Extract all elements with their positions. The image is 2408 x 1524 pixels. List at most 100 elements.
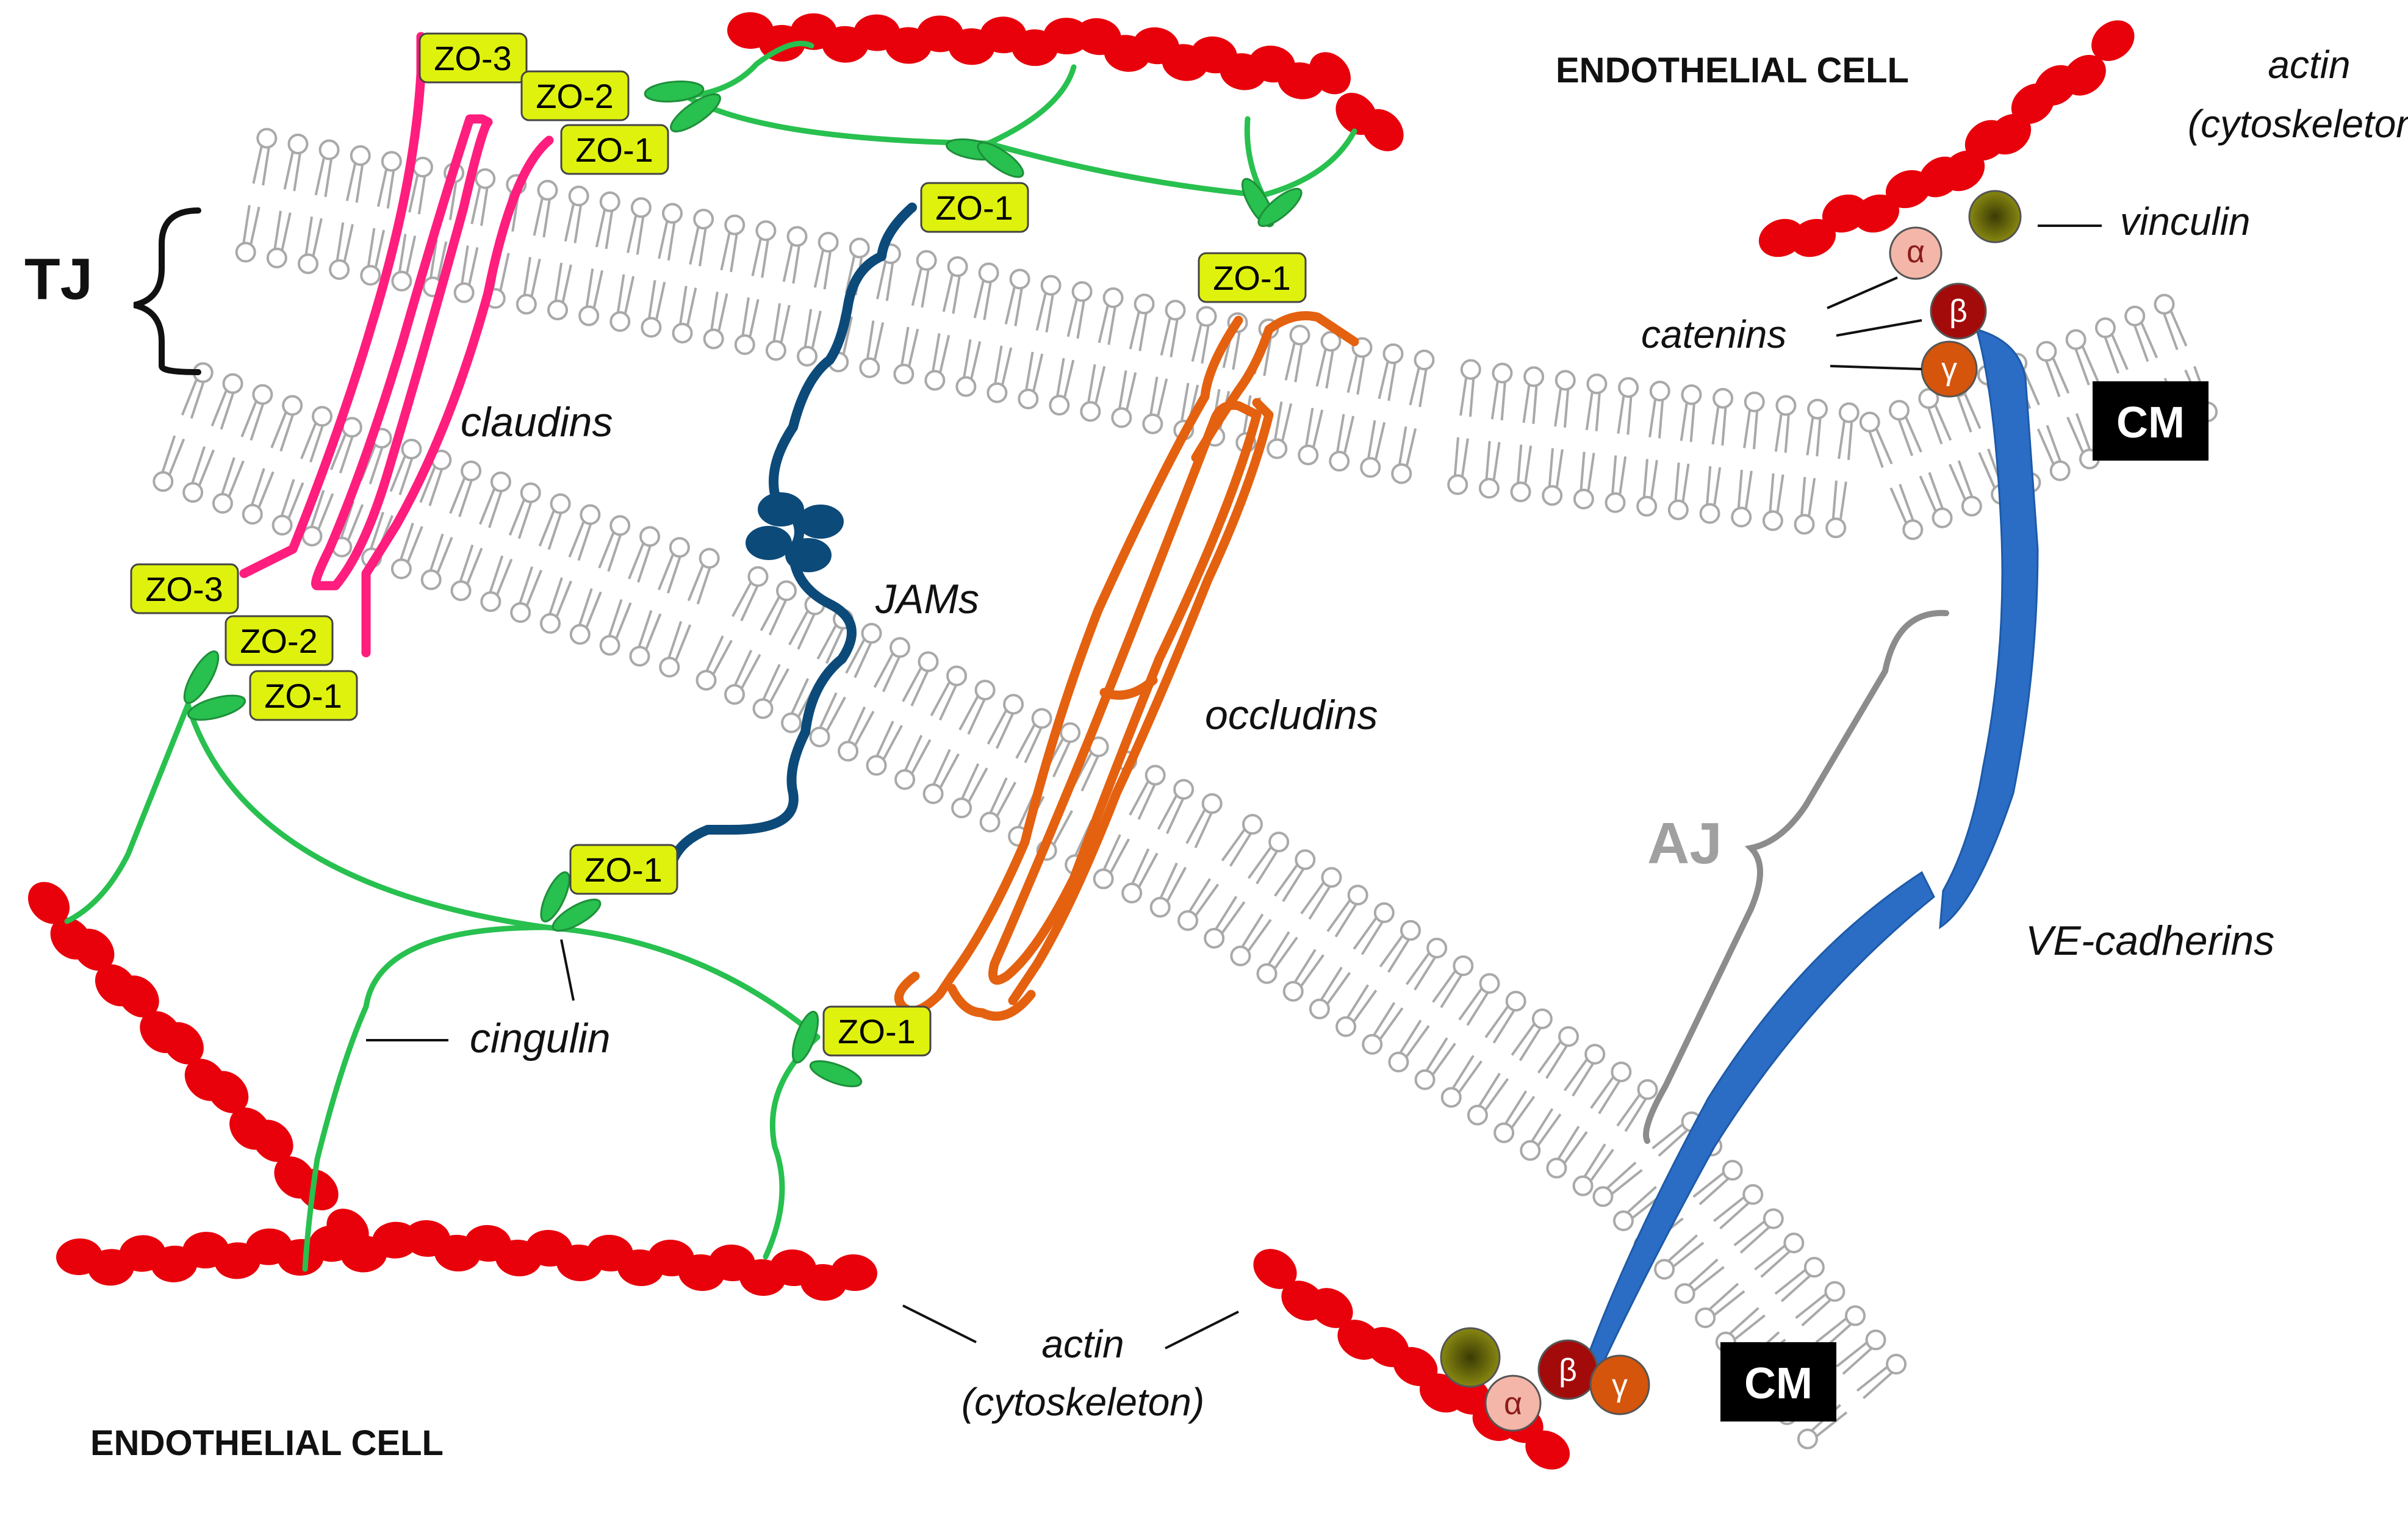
phospholipid-head (1347, 885, 1368, 906)
phospholipid-tail (1504, 1090, 1536, 1130)
catenins-label: catenins (1641, 312, 1786, 356)
phospholipid-head (360, 265, 381, 286)
phospholipid-head (1605, 492, 1626, 513)
phospholipid-head (391, 270, 412, 292)
phospholipid-head (1400, 920, 1421, 941)
phospholipid-tail (733, 649, 761, 691)
phospholipid-tail (1733, 1220, 1771, 1254)
phospholipid-head (1268, 832, 1290, 853)
phospholipid-head (1242, 814, 1263, 835)
phospholipid-head (1824, 1281, 1846, 1302)
phospholipid-head (630, 197, 652, 218)
actin-bead (296, 1169, 339, 1210)
actin-bead (117, 975, 159, 1018)
phospholipid-tail (2044, 356, 2070, 398)
phospholipid-tail (523, 257, 541, 298)
phospholipid-tail (538, 509, 562, 550)
phospholipid-tail (1221, 827, 1253, 867)
phospholipid-tail (720, 231, 738, 273)
phospholipid-head (1523, 366, 1545, 387)
beta-catenin-sphere (1930, 282, 1987, 340)
leader-lines (366, 225, 2102, 1350)
phospholipid-tail (987, 708, 1015, 749)
phospholipid-head (318, 139, 340, 160)
phospholipid-tail (911, 266, 930, 308)
phospholipid-head (1204, 927, 1225, 949)
phospholipid-tail (2162, 309, 2188, 350)
phospholipid-head (786, 226, 808, 247)
phospholipid-head (1080, 401, 1101, 422)
phospholipid-head (978, 262, 999, 284)
claudin-strands (239, 32, 554, 658)
phospholipid-tail (1247, 845, 1279, 885)
phospholipid-tail (813, 248, 832, 290)
phospholipid-tail (1642, 459, 1658, 500)
phospholipid-head (1320, 331, 1342, 352)
svg-text:ZO-1: ZO-1 (264, 677, 342, 715)
phospholipid-tail (1611, 455, 1627, 496)
phospholipid-tail (962, 339, 982, 381)
phospholipid-head (1510, 481, 1531, 503)
phospholipid-tail (942, 273, 961, 314)
phospholipid-tail (2066, 413, 2091, 455)
phospholipid-tail (866, 320, 885, 362)
phospholipid-head (765, 340, 786, 361)
phospholipid-head (1040, 275, 1062, 296)
phospholipid-tail (1711, 404, 1727, 446)
svg-text:CM: CM (2116, 398, 2185, 447)
phospholipid-tail (1956, 391, 1982, 433)
phospholipid-tail (1708, 1282, 1745, 1317)
vinculin-sphere (1968, 190, 2022, 243)
phospholipid-head (1573, 489, 1594, 510)
phospholipid-head (1699, 503, 1720, 524)
phospholipid-head (1572, 1175, 1594, 1196)
phospholipid-tail (818, 692, 846, 733)
phospholipid-tail (803, 309, 822, 350)
phospholipid-tail (1795, 1292, 1833, 1327)
phospholipid-head (1520, 1140, 1541, 1161)
phospholipid-head (1586, 373, 1608, 395)
actin-bead (251, 1120, 293, 1162)
phospholipid-tail (2074, 344, 2099, 386)
phospholipid-tail (932, 749, 960, 789)
cingulin-strands (64, 40, 1357, 1272)
actin-filaments (27, 12, 2135, 1470)
actin-bead (73, 929, 115, 971)
phospholipid-tail (973, 279, 993, 320)
phospholipid-tail (1605, 1162, 1643, 1196)
phospholipid-head (1478, 478, 1500, 499)
phospholipid-tail (1651, 1123, 1689, 1157)
phospholipid-tail (710, 291, 728, 333)
bottom-catenin-complex: α β γ (1440, 1327, 1650, 1432)
phospholipid-head (724, 214, 746, 235)
phospholipid-tail (1149, 376, 1168, 418)
phospholipid-head (1681, 384, 1702, 405)
phospholipid-head (1667, 499, 1689, 520)
phospholipid-tail (220, 457, 245, 498)
phospholipid-head (1196, 306, 1217, 327)
phospholipid-head (1426, 938, 1448, 959)
phospholipid-head (1388, 1051, 1409, 1073)
svg-text:ZO-1: ZO-1 (935, 189, 1013, 227)
phospholipid-tail (705, 635, 733, 676)
phospholipid-head (955, 376, 977, 397)
phospholipid-tail (1035, 291, 1055, 333)
phospholipid-tail (578, 588, 602, 630)
phospholipid-tail (1530, 1108, 1562, 1148)
phospholipid-head (568, 185, 589, 207)
phospholipid-tail (1191, 322, 1210, 364)
phospholipid-head (1373, 902, 1395, 924)
phospholipid-tail (2036, 425, 2062, 466)
phospholipid-tail (1728, 1307, 1766, 1342)
phospholipid-head (381, 151, 402, 172)
phospholipid-head (1803, 1257, 1825, 1278)
phospholipid-tail (2133, 321, 2158, 362)
svg-text:ZO-1: ZO-1 (584, 850, 663, 889)
phospholipid-tail (875, 721, 903, 761)
phospholipid-head (893, 364, 915, 385)
phospholipid-tail (399, 522, 423, 564)
zo-protein-boxes: ZO-3 ZO-2 ZO-1 ZO-1 ZO-1 ZO-3 ZO-2 ZO-1 (130, 32, 1307, 1057)
phospholipid-tail (1367, 420, 1386, 461)
phospholipid-tail (1927, 403, 1952, 445)
phospholipid-tail (1267, 931, 1298, 971)
